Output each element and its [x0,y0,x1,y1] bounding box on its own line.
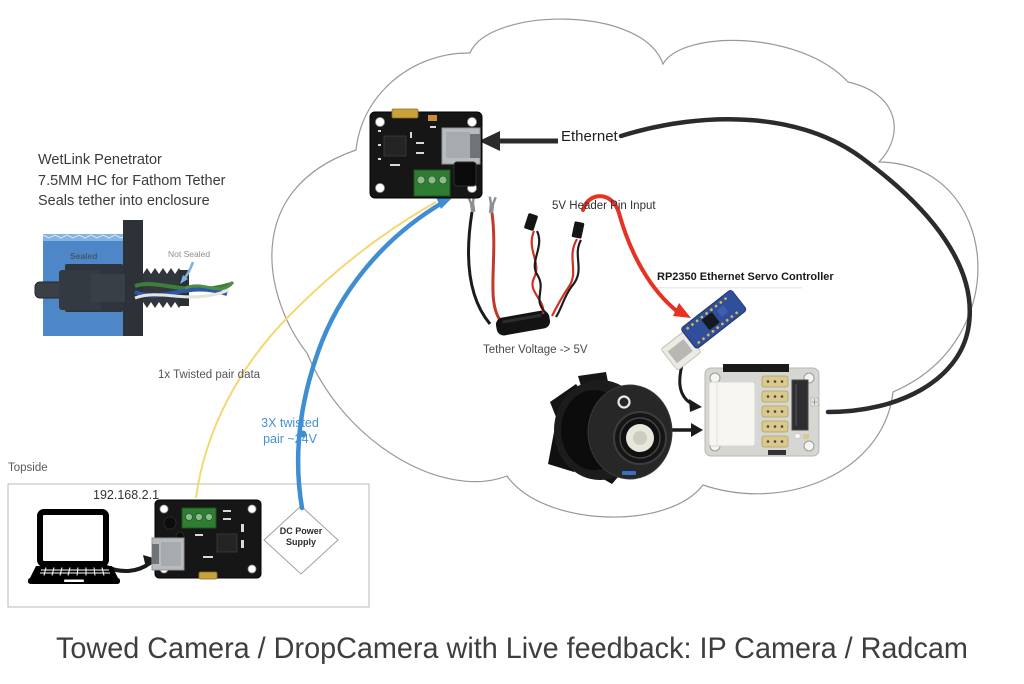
dc-power-label-line1: DC Power [279,526,323,536]
tether-voltage-label: Tether Voltage -> 5V [483,344,588,356]
header-pin-arrow [581,194,691,318]
ethernet-arrow [479,131,558,151]
power-tether-line [295,196,454,511]
servo-controller-board [704,364,820,457]
dc-power-supply-label: DC Power Supply [267,526,335,549]
sealed-label: Sealed [70,251,98,261]
diagram-title: Towed Camera / DropCamera with Live feed… [0,632,1024,666]
not-sealed-label: Not Sealed [168,249,211,259]
wetlink-note-line3: Seals tether into enclosure [38,193,210,210]
power-pair-label: 3X twisted pair ~24V [246,416,334,447]
ethernet-label: Ethernet [561,128,618,145]
data-tether-line [195,201,437,499]
topside-section-label: Topside [8,462,48,474]
ip-camera [548,372,673,484]
laptop-icon [28,509,120,584]
wetlink-note-line1: WetLink Penetrator [38,152,162,168]
power-pair-label-line2: pair ~24V [263,431,317,446]
ethernet-long-cable [618,116,972,415]
wetlink-note-line2: 7.5MM HC for Fathom Tether [38,172,226,189]
topside-box [7,483,370,608]
topside-interface-board [151,499,262,580]
header-pin-label: 5V Header Pin Input [552,200,656,212]
subsea-interface-board [369,108,483,199]
data-pair-label: 1x Twisted pair data [158,369,261,381]
dc-power-supply-diamond [263,505,339,575]
diagram-title-text: Towed Camera / DropCamera with Live feed… [56,632,968,665]
penetrator-cutaway [34,220,235,336]
power-pair-label-line1: 3X twisted [261,416,319,430]
servo-label-underline [657,287,802,289]
ip-address-label: 192.168.2.1 [93,488,160,502]
servo-controller-label: RP2350 Ethernet Servo Controller [657,271,834,283]
wetlink-note: WetLink Penetrator 7.5MM HC for Fathom T… [38,150,226,212]
dc-power-label-line2: Supply [285,537,316,548]
rp2350-module [661,290,747,371]
